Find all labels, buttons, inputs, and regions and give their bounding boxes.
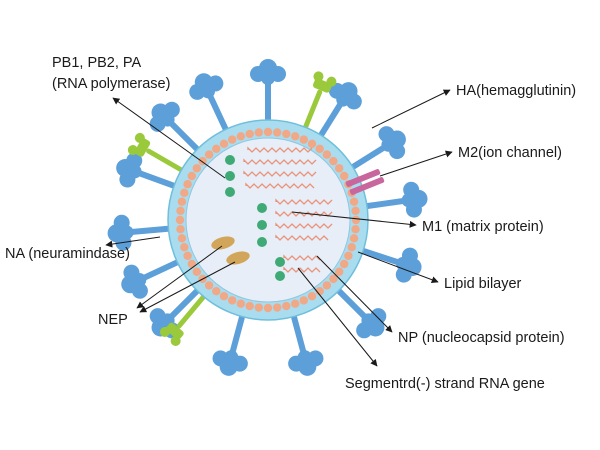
- ha-label: HA(hemagglutinin): [456, 83, 576, 99]
- ha-spike: [250, 59, 286, 126]
- lipid-label: Lipid bilayer: [444, 276, 522, 292]
- np-dot: [257, 237, 267, 247]
- ha-spike: [189, 73, 231, 136]
- m2-leader: [379, 150, 453, 177]
- na-spike: [127, 132, 188, 175]
- lipid-leader: [357, 251, 439, 284]
- rna-wave: [275, 210, 333, 217]
- virus-interior: [185, 137, 351, 303]
- rna-wave: [283, 254, 321, 261]
- polymerase-label-line1: PB1, PB2, PA: [52, 55, 142, 71]
- ha-spike: [149, 101, 203, 155]
- rna-wave: [243, 158, 317, 165]
- polymerase-label-line2: (RNA polymerase): [52, 76, 170, 92]
- np-dot: [275, 271, 285, 281]
- np-label: NP (nucleocapsid protein): [398, 330, 565, 346]
- ha-spike: [212, 310, 248, 376]
- rna-segments: [243, 146, 333, 273]
- np-dot: [275, 257, 285, 267]
- ha-spike: [360, 181, 428, 218]
- na-spike: [301, 71, 337, 134]
- ha-spike: [333, 285, 387, 339]
- nep-proteins: [211, 236, 250, 265]
- labels: PB1, PB2, PA (RNA polymerase) HA(hemaggl…: [5, 55, 576, 392]
- nep-leader-2: [139, 261, 236, 313]
- np-dot: [257, 220, 267, 230]
- rna-wave: [275, 198, 333, 205]
- rna-wave: [275, 234, 329, 241]
- rna-wave: [243, 170, 317, 177]
- ha-spike: [316, 82, 362, 142]
- nep-leader-1: [136, 245, 223, 309]
- polymerase-leader: [112, 97, 226, 179]
- ha-spike: [107, 214, 175, 251]
- rna-wave: [245, 182, 315, 189]
- np-dots: [225, 155, 285, 281]
- np-dot: [257, 203, 267, 213]
- rna-leader: [297, 267, 378, 367]
- ha-leader: [371, 89, 451, 129]
- ha-spike: [121, 257, 184, 299]
- rna-wave: [247, 146, 313, 153]
- np-dot: [225, 187, 235, 197]
- ha-spike: [346, 126, 406, 172]
- surface-spikes: [107, 59, 428, 376]
- m1-leader: [291, 211, 417, 228]
- m2-label: M2(ion channel): [458, 145, 562, 161]
- rna-label: Segmentrd(-) strand RNA gene: [345, 376, 545, 392]
- na-spike: [159, 291, 209, 346]
- np-dot: [225, 155, 235, 165]
- ha-spike: [288, 310, 324, 376]
- rna-wave: [275, 222, 333, 229]
- np-leader: [316, 255, 393, 333]
- np-dot: [225, 171, 235, 181]
- rna-wave: [283, 266, 321, 273]
- ha-spike: [116, 152, 181, 191]
- na-label: NA (neuramindase): [5, 246, 130, 262]
- nep-label: NEP: [98, 312, 128, 328]
- na-leader: [105, 236, 161, 248]
- leader-lines: [105, 89, 453, 367]
- m1-label: M1 (matrix protein): [422, 219, 544, 235]
- m2-ion-channel: [345, 169, 385, 195]
